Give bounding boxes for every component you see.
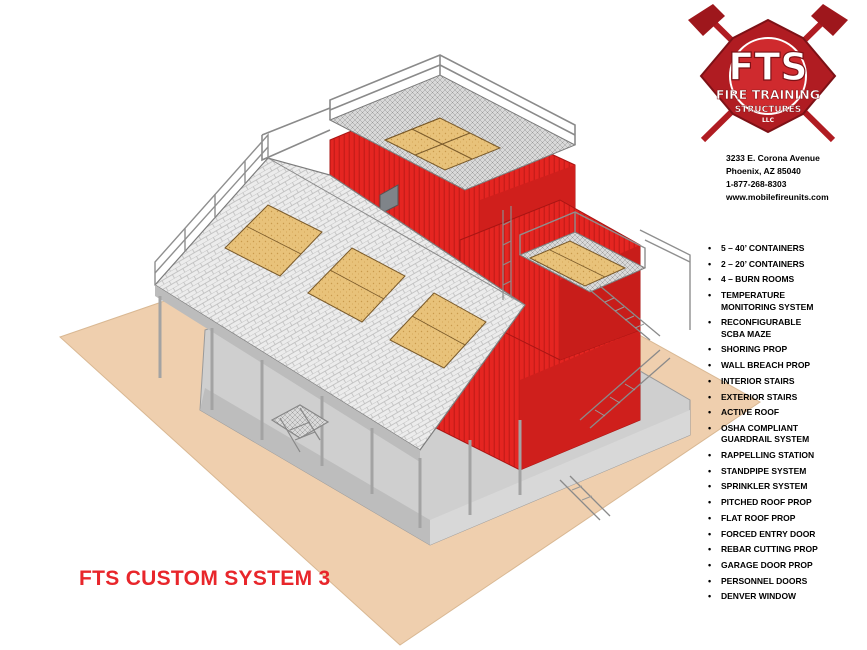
logo-line3: LLC bbox=[762, 117, 775, 124]
feature-item: PERSONNEL DOORS bbox=[707, 576, 865, 588]
feature-item: 4 – BURN ROOMS bbox=[707, 274, 865, 286]
feature-item: SHORING PROP bbox=[707, 344, 865, 356]
top-guardrail bbox=[261, 54, 576, 162]
right-guardrail bbox=[519, 211, 691, 330]
logo-line1: FIRE TRAINING bbox=[716, 87, 820, 102]
fts-logo: FTS FIRE TRAINING STRUCTURES LLC bbox=[688, 4, 848, 143]
address-street: 3233 E. Corona Avenue bbox=[726, 153, 820, 163]
roof-guardrail bbox=[154, 133, 269, 285]
feature-item: GARAGE DOOR PROP bbox=[707, 560, 865, 572]
feature-item: REBAR CUTTING PROP bbox=[707, 544, 865, 556]
stair-treads bbox=[571, 297, 651, 501]
feature-item: RECONFIGURABLE SCBA MAZE bbox=[707, 317, 811, 340]
roof-plywood-1 bbox=[224, 204, 323, 277]
feature-item: FLAT ROOF PROP bbox=[707, 513, 865, 525]
ladder bbox=[502, 206, 512, 300]
exterior-stairs bbox=[559, 285, 671, 521]
crossed-axes-maltese-cross-icon bbox=[688, 4, 848, 143]
feature-item: 5 – 40’ CONTAINERS bbox=[707, 243, 865, 255]
feature-item: 2 – 20’ CONTAINERS bbox=[707, 259, 865, 271]
system-title: FTS CUSTOM SYSTEM 3 bbox=[79, 567, 331, 590]
feature-item: FORCED ENTRY DOOR bbox=[707, 529, 865, 541]
feature-item: PITCHED ROOF PROP bbox=[707, 497, 865, 509]
feature-item: STANDPIPE SYSTEM bbox=[707, 466, 865, 478]
company-address: 3233 E. Corona Avenue Phoenix, AZ 85040 … bbox=[726, 152, 866, 204]
roof-plywood-2 bbox=[307, 247, 406, 323]
feature-item: ACTIVE ROOF bbox=[707, 407, 865, 419]
feature-item: DENVER WINDOW bbox=[707, 591, 865, 603]
feature-item: INTERIOR STAIRS bbox=[707, 376, 865, 388]
left-stairs bbox=[270, 404, 330, 453]
feature-item: EXTERIOR STAIRS bbox=[707, 392, 865, 404]
support-columns bbox=[158, 296, 522, 528]
feature-item: RAPPELLING STATION bbox=[707, 450, 865, 462]
address-city: Phoenix, AZ 85040 bbox=[726, 166, 801, 176]
feature-item: WALL BREACH PROP bbox=[707, 360, 865, 372]
address-website: www.mobilefireunits.com bbox=[726, 192, 829, 202]
logo-main-text: FTS bbox=[728, 45, 807, 89]
address-phone: 1-877-268-8303 bbox=[726, 179, 787, 189]
feature-list: 5 – 40’ CONTAINERS 2 – 20’ CONTAINERS 4 … bbox=[707, 243, 865, 607]
feature-item: OSHA COMPLIANT GUARDRAIL SYSTEM bbox=[707, 423, 833, 446]
feature-item: TEMPERATURE MONITORING SYSTEM bbox=[707, 290, 833, 313]
logo-line2: STRUCTURES bbox=[735, 105, 801, 115]
feature-item: SPRINKLER SYSTEM bbox=[707, 481, 865, 493]
